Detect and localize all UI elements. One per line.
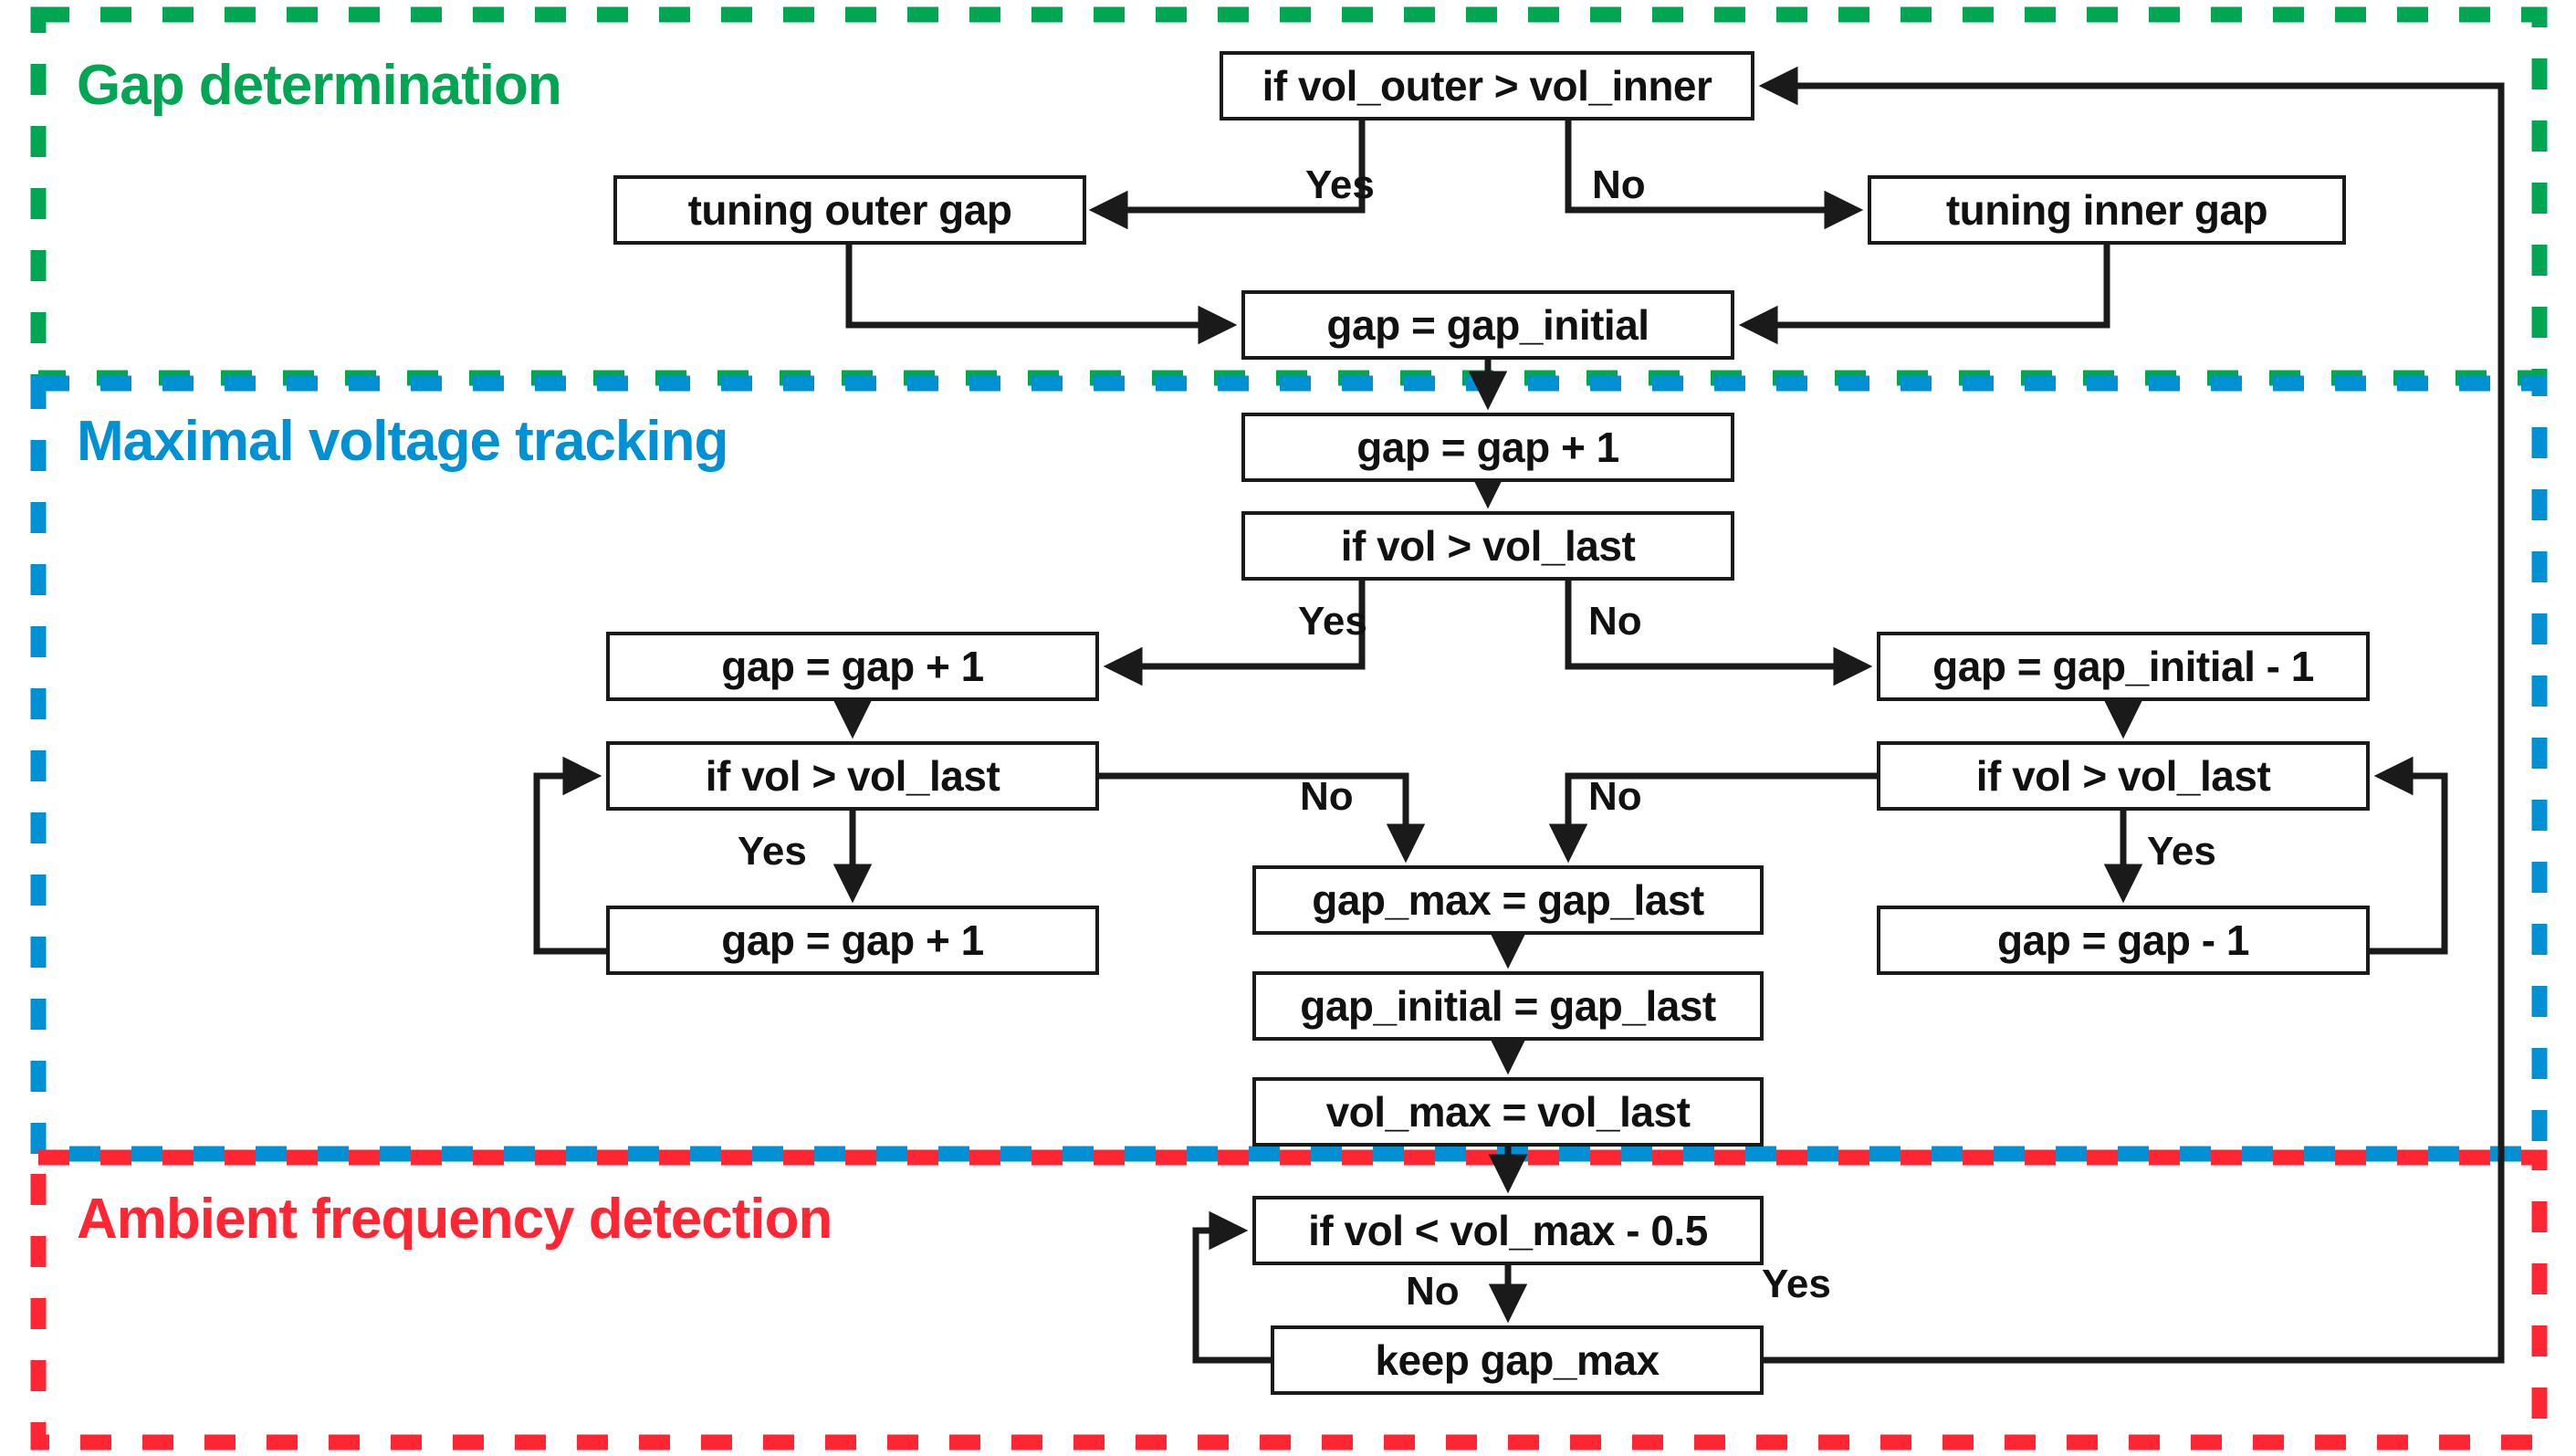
node-gap-equals-gap-initial-minus-1[interactable]: gap = gap_initial - 1 xyxy=(1877,632,2370,701)
section-frame-maximal-voltage-tracking xyxy=(30,375,2548,1162)
node-if-vol-gt-vol-last-left[interactable]: if vol > vol_last xyxy=(606,741,1099,811)
node-if-vol-lt-vol-max-minus-0-5[interactable]: if vol < vol_max - 0.5 xyxy=(1252,1196,1764,1265)
node-keep-gap-max[interactable]: keep gap_max xyxy=(1271,1325,1764,1395)
section-title-gap-determination: Gap determination xyxy=(77,54,562,117)
section-frame-ambient-frequency-detection xyxy=(30,1149,2548,1451)
node-gap-initial-equals-gap-last[interactable]: gap_initial = gap_last xyxy=(1252,971,1764,1041)
edge-label-no-n1: No xyxy=(1592,162,1646,207)
edge-label-no-n16: No xyxy=(1406,1269,1460,1314)
node-gap-equals-gap-initial[interactable]: gap = gap_initial xyxy=(1241,290,1734,360)
node-gap-equals-gap-plus-1-top[interactable]: gap = gap + 1 xyxy=(1241,413,1734,482)
edge-gap-minus-1-loop-back-to-n10 xyxy=(2370,756,2448,955)
section-title-maximal-voltage-tracking: Maximal voltage tracking xyxy=(77,410,728,473)
node-tuning-outer-gap[interactable]: tuning outer gap xyxy=(613,175,1086,245)
node-gap-max-equals-gap-last[interactable]: gap_max = gap_last xyxy=(1252,865,1764,935)
edge-n6-no-to-gap-initial-minus-1 xyxy=(1565,581,1873,686)
node-vol-max-equals-vol-last[interactable]: vol_max = vol_last xyxy=(1252,1077,1764,1147)
edge-keep-gap-max-loop-back-to-n16 xyxy=(1192,1210,1271,1364)
section-title-ambient-frequency-detection: Ambient frequency detection xyxy=(77,1188,832,1251)
edge-tuning-inner-gap-to-gap-initial xyxy=(1738,245,2110,345)
edge-label-no-n6: No xyxy=(1588,599,1642,644)
edge-n9-no-to-gap-max xyxy=(1099,772,1426,864)
node-if-vol-gt-vol-last-center[interactable]: if vol > vol_last xyxy=(1241,511,1734,581)
edge-label-yes-n6: Yes xyxy=(1298,599,1367,644)
node-gap-equals-gap-minus-1[interactable]: gap = gap - 1 xyxy=(1877,906,2370,975)
edge-n1-no-to-tuning-inner-gap xyxy=(1565,120,1864,230)
node-gap-equals-gap-plus-1-left-loop[interactable]: gap = gap + 1 xyxy=(606,906,1099,975)
edge-label-yes-n10: Yes xyxy=(2147,829,2216,874)
edge-label-no-n9: No xyxy=(1300,774,1354,819)
edge-n10-no-to-gap-max xyxy=(1548,772,1877,864)
edge-label-yes-n9: Yes xyxy=(738,829,807,874)
edge-label-yes-n16: Yes xyxy=(1762,1262,1831,1306)
edge-gap-plus-1-loop-back-to-n9 xyxy=(533,756,606,955)
node-gap-equals-gap-plus-1-left[interactable]: gap = gap + 1 xyxy=(606,632,1099,701)
node-if-vol-outer-gt-vol-inner[interactable]: if vol_outer > vol_inner xyxy=(1220,51,1754,120)
node-if-vol-gt-vol-last-right[interactable]: if vol > vol_last xyxy=(1877,741,2370,811)
edge-n1-yes-to-tuning-outer-gap xyxy=(1088,120,1366,230)
node-tuning-inner-gap[interactable]: tuning inner gap xyxy=(1868,175,2346,245)
edge-keep-gap-max-yes-to-n1 xyxy=(1758,66,2505,1364)
edge-tuning-outer-gap-to-gap-initial xyxy=(845,245,1238,345)
edge-label-yes-n1: Yes xyxy=(1305,162,1375,207)
edge-n6-yes-to-left-gap-plus-1 xyxy=(1103,581,1366,686)
edge-label-no-n10: No xyxy=(1588,774,1642,819)
